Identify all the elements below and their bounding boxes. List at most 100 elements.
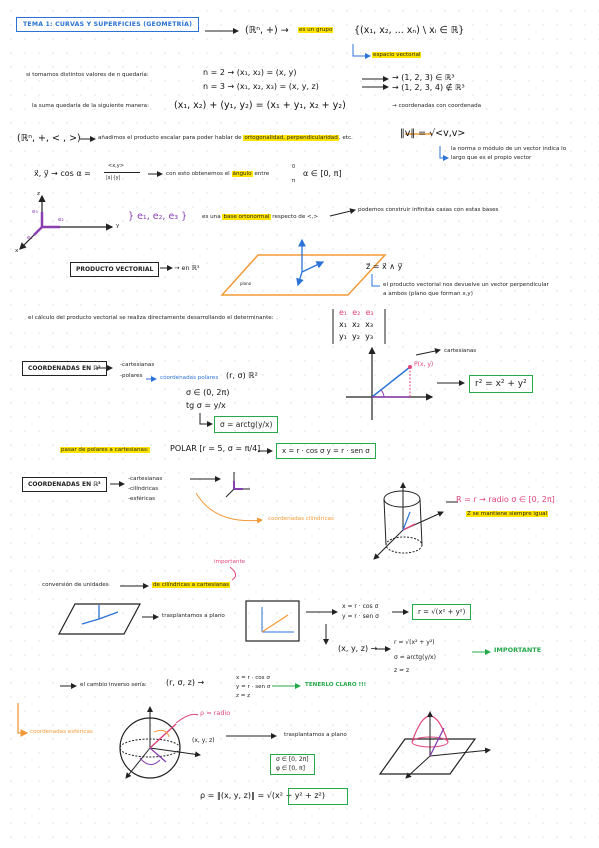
cos-limit-top: 0 [292,164,296,170]
cos-range: α ∈ [0, π] [303,169,342,178]
polar-coords-label: coordenadas polares [160,375,219,381]
basis-axes-diagram [19,194,114,250]
plane-box [245,600,300,642]
arrow-vector-space [352,44,371,59]
transplant-plane-1 [58,603,141,635]
inverse-z: z = z [394,667,410,674]
sigma-range: σ ∈ (0, 2π) [186,388,230,397]
rho-root-box [288,788,348,805]
basis-vectors: } e₁, e₂, e₃ } [128,211,188,222]
important-note-1: importante [214,559,246,565]
vector-product-box: PRODUCTO VECTORIAL [70,262,160,277]
coords3-cartesian: -cartesianas [128,476,163,482]
coords-cartesian: -cartesianas [120,362,155,368]
cos-text-1: con esto obtenemos el [166,171,230,177]
rho-formula: ρ = ‖(x, y, z)‖ = √(x² + y² + z²) [200,791,325,800]
spherical-ranges-box: σ ∈ [0, 2π] φ ∈ [0, π] [270,754,315,775]
det-x2: x₂ [352,320,360,329]
units-text: conversión de unidades [42,582,109,588]
sum-intro-text: la suma quedaría de la siguiente manera: [32,103,149,109]
units-highlight: de cilíndricas a cartesianas [152,582,231,588]
cartesian-label: cartesianas [444,348,477,354]
basis-text-2: respecto de <,> [272,214,319,220]
important-note-2: IMPORTANTE [494,646,542,654]
n3-formula: n = 3 → (x₁, x₂, x₃) = (x, y, z) [203,82,319,91]
group-formula: (ℝⁿ, +) → [245,25,289,36]
x-r-cos: x = r · cos σ [342,603,379,610]
det-e3: e₃ [365,308,374,317]
det-e1: e₁ [339,308,348,317]
sum-note: → coordenadas con coordenada [392,103,482,109]
label-e2: e₂ [58,217,64,223]
cross-product-plane [220,238,387,296]
polar-result-box: x = r · cos σ y = r · sen σ [276,443,376,459]
norm-formula: ‖v‖ = √<v,v> [400,128,466,139]
coords-r2-box: COORDENADAS EN ℝ² [22,361,107,376]
n2-formula: n = 2 → (x₁, x₂) = (x, y) [203,68,297,77]
cross-note-2: a ambos (plano que forman x,y) [383,291,473,297]
cos-limit-bottom: π [292,178,296,184]
sph-range-phi: φ ∈ [0, π] [276,765,305,772]
group-set: {(x₁, x₂, ... xₙ) \ xᵢ ∈ ℝ} [354,25,465,36]
coords3-cylindrical: -cilíndricas [128,486,159,492]
basis-text-highlight: base ortonormal [222,214,271,220]
vector-product-in: → en ℝ³ [174,264,200,272]
inverse-text: el cambio inverso sería: [80,682,147,688]
inverse-r: r = √(x² + y²) [394,639,435,646]
polar-example: POLAR [r = 5, σ = π/4] [170,444,261,453]
coords-r3-box: COORDENADAS EN ℝ³ [22,477,107,492]
axis-y-label: y [116,223,120,229]
cylinder-diagram [373,482,444,560]
r-squared-box: r² = x² + y² [469,375,533,393]
scalar-formula: (ℝⁿ, +, < , >) [17,133,81,144]
inverse-x: x = r · cos σ [236,675,270,681]
scalar-text-2: , etc. [338,135,353,141]
inverse-z-eq: z = z [236,693,251,699]
axis-x-label: x [15,248,19,254]
xyz-point-label: (x, y, z) [192,737,215,744]
sum-formula: (x₁, x₂) + (y₁, y₂) = (x₁ + y₁, x₂ + y₂) [174,100,346,111]
cos-text-highlight: ángulo [231,171,253,177]
transplant-text-2: trasplantamos a plano [284,732,347,738]
norm-note-2: largo que es el propio vector [451,155,532,161]
r3-example-b: → (1, 2, 3, 4) ∉ ℝ³ [392,83,465,92]
axis-z-label: z [37,191,40,197]
coords-polar: -polares [120,373,143,379]
cos-text-2: entre [254,171,270,177]
cos-lhs: x⃗, y⃗ → cos α = [34,169,91,178]
cos-denominator: |x|·|y| [106,175,121,181]
norm-note-1: la norma o módulo de un vector indica lo [451,146,567,152]
polar-pair: (r, σ) ℝ² [226,371,258,380]
spherical-label: coordenadas esféricas [30,729,93,735]
rho-radio-label: ρ = radio [200,709,231,717]
sigma-arctg-box: σ = arctg(y/x) [214,416,279,433]
det-x3: x₃ [365,320,374,329]
det-y2: y₂ [352,332,360,341]
cross-note-1: el producto vectorial nos devuelve un ve… [383,282,549,288]
scalar-text-highlight: ortogonalidad, perpendicularidad [243,135,339,141]
label-e3: e₃ [32,209,38,215]
det-y3: y₃ [365,332,374,341]
inverse-triple: (r, σ, z) → [166,678,205,687]
sphere-diagram [119,706,201,779]
transplant-text-1: trasplantamos a plano [162,613,225,619]
cylinder-z-note: Z se mantiene siempre igual [466,511,549,517]
clear-theory-note: TENERLO CLARO !!! [305,682,367,688]
xyz-pair: (x, y, z) → [338,644,378,653]
cos-numerator: <x,y> [108,163,124,169]
intro-values-text: si tomamos distintos valores de n quedar… [26,72,149,78]
y-r-sen: y = r · sen σ [342,613,379,620]
coords3-spherical: -esféricas [128,496,156,502]
plane-label: plano [240,281,252,286]
group-note: es un grupo [298,27,334,33]
cross-formula: z⃗ = x⃗ ∧ y⃗ [366,262,403,271]
basis-text-1: es una [202,214,221,220]
det-e2: e₂ [352,308,361,317]
point-label: P(x, y) [414,361,434,368]
det-y1: y₁ [339,332,347,341]
det-x1: x₁ [339,320,347,329]
polar-axes-diagram [346,346,441,420]
r-root-box: r = √(x² + y²) [412,604,472,620]
inverse-sigma: σ = arctg(y/x) [394,654,436,661]
